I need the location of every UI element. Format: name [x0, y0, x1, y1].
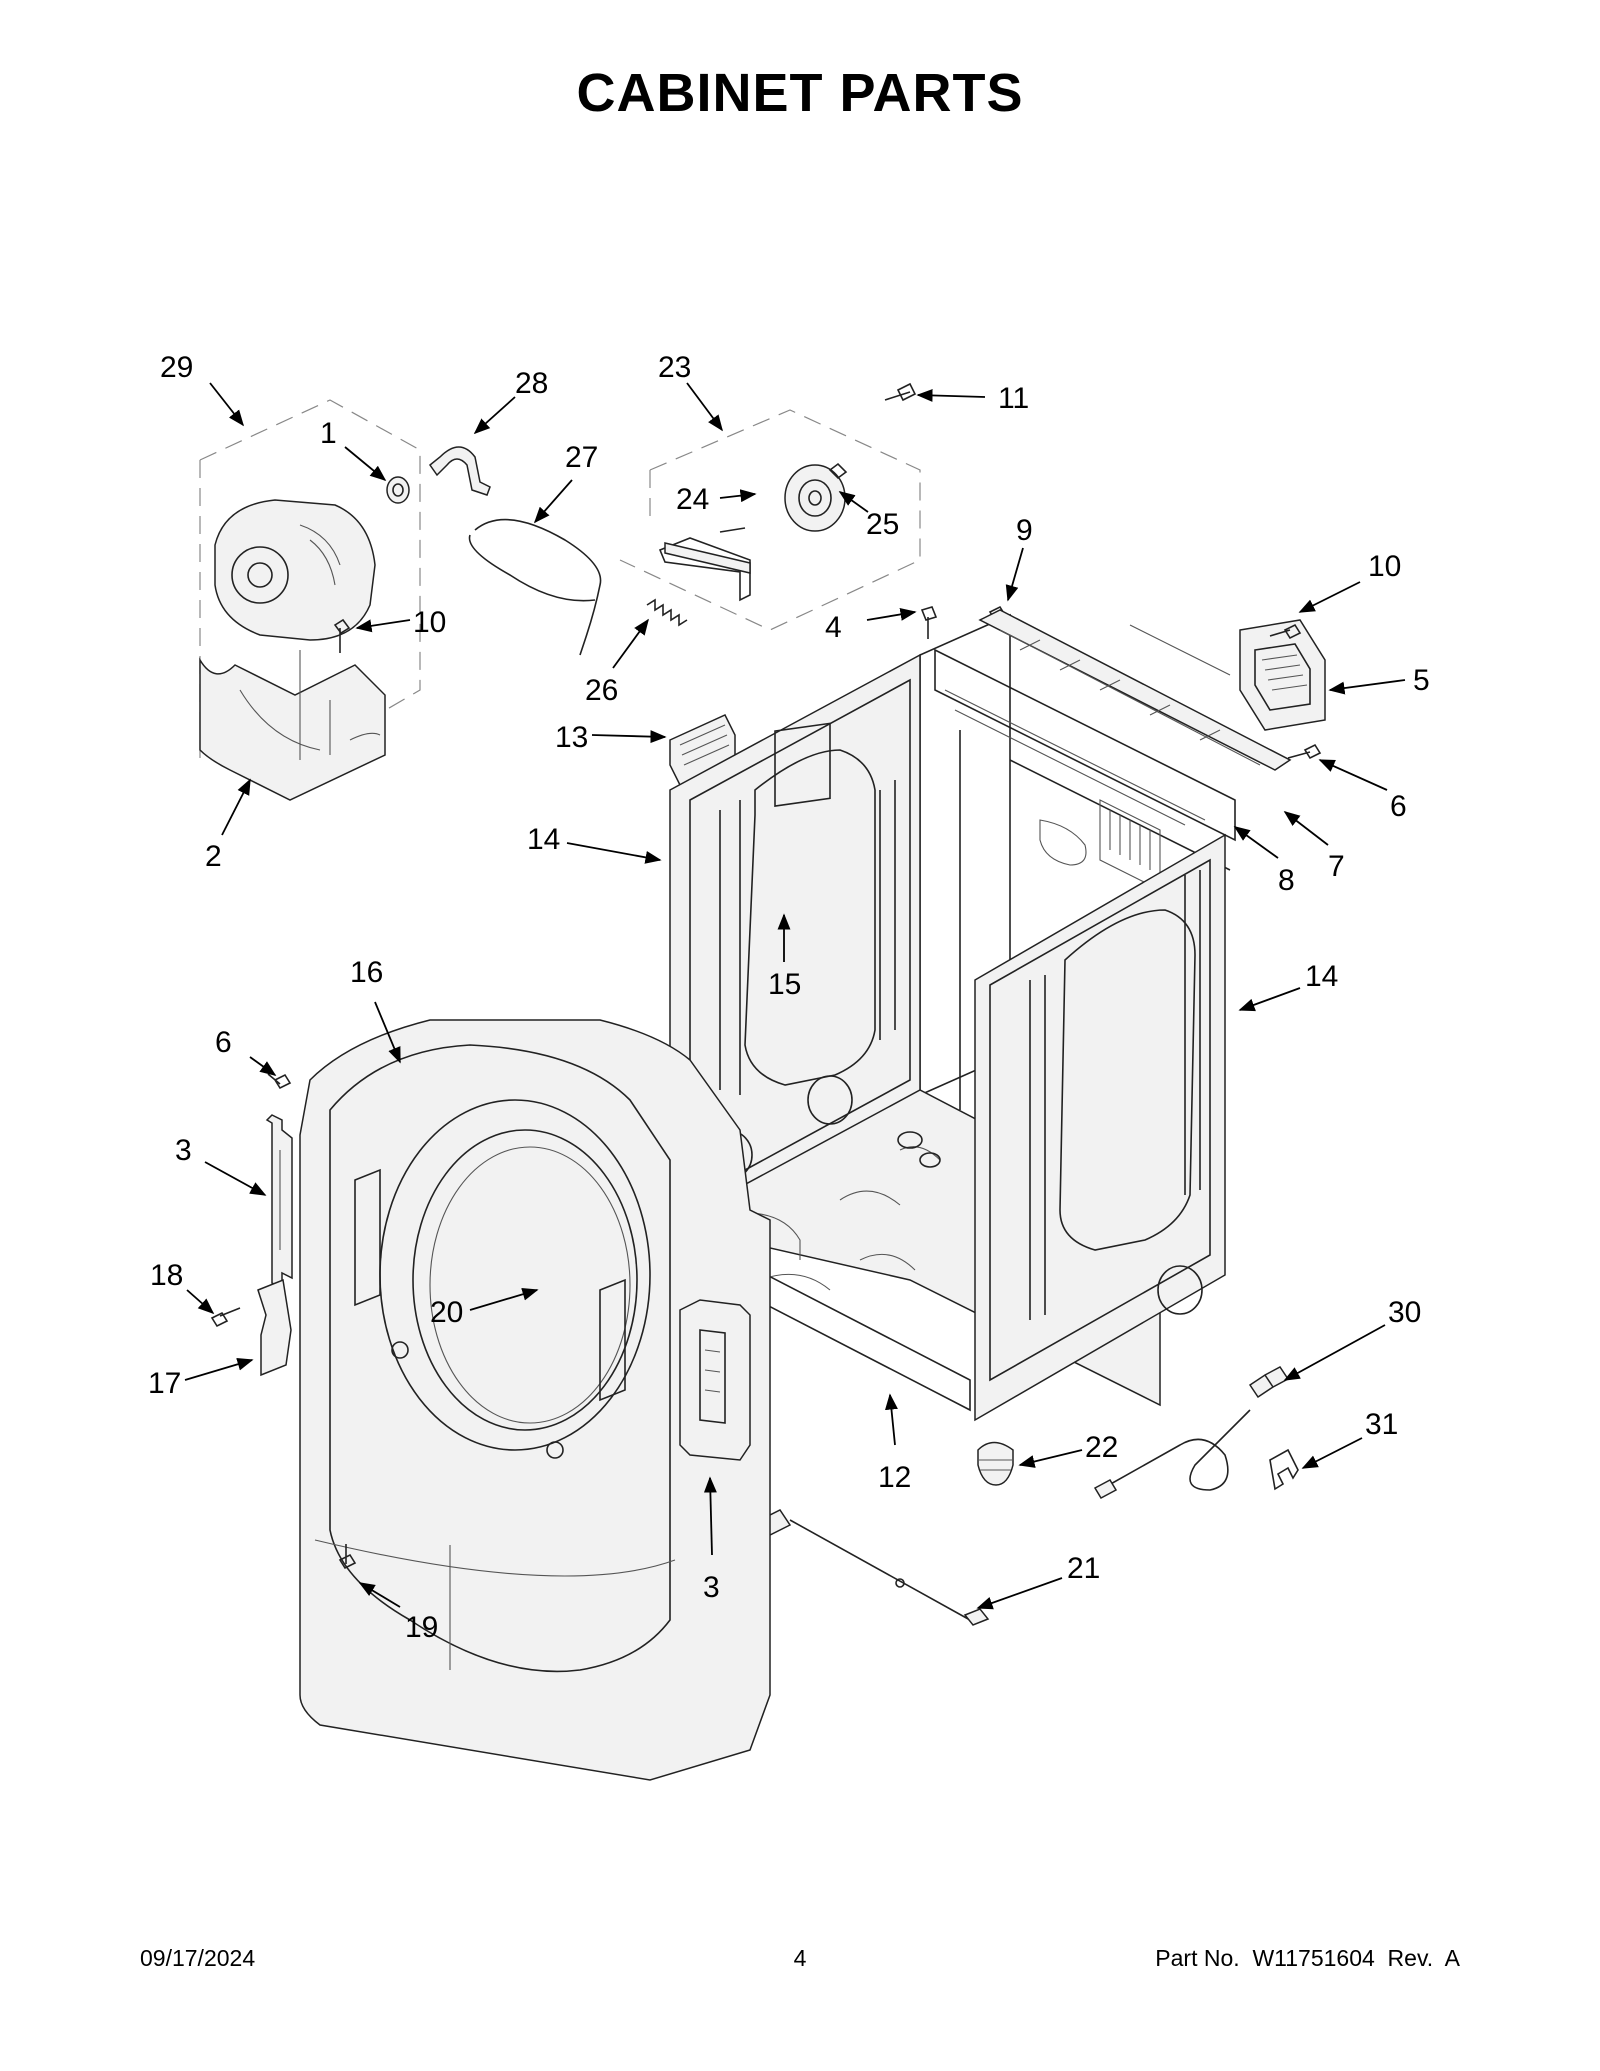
- callout-label: 3: [175, 1134, 192, 1167]
- callout-label: 30: [1388, 1296, 1421, 1329]
- callout-label: 27: [565, 441, 598, 474]
- wire-harness: [758, 1509, 990, 1626]
- side-panel-left: [669, 653, 921, 1232]
- callout-label: 23: [658, 351, 691, 384]
- callout-label: 5: [1413, 664, 1430, 697]
- screw-10-right: [1269, 623, 1302, 640]
- side-panel-right: [974, 833, 1226, 1422]
- front-panel: [299, 1019, 771, 1781]
- callout-label: 17: [148, 1367, 181, 1400]
- callout-label: 13: [555, 721, 588, 754]
- callout-label: 16: [350, 956, 383, 989]
- hinge-bracket-right: [679, 1299, 751, 1461]
- screw-6-left: [267, 1073, 292, 1090]
- callout-label: 7: [1328, 850, 1345, 883]
- callout-label: 2: [205, 840, 222, 873]
- screw-11: [884, 382, 917, 402]
- callout-label: 22: [1085, 1431, 1118, 1464]
- callout-label: 28: [515, 367, 548, 400]
- screw-4: [920, 606, 938, 639]
- callout-label: 24: [676, 483, 709, 516]
- vent-plate: [1239, 619, 1326, 731]
- footer-date: 09/17/2024: [140, 1945, 256, 1971]
- callout-label: 3: [703, 1571, 720, 1604]
- callout-label: 18: [150, 1259, 183, 1292]
- callout-label: 29: [160, 351, 193, 384]
- leveling-foot: [977, 1441, 1014, 1486]
- page-title: CABINET PARTS: [576, 63, 1024, 123]
- spring-part: [646, 598, 688, 627]
- callout-label: 10: [413, 606, 446, 639]
- callout-label: 26: [585, 674, 618, 707]
- callout-label: 25: [866, 508, 899, 541]
- callout-label: 20: [430, 1296, 463, 1329]
- callout-label: 1: [320, 417, 337, 450]
- footer-page-number: 4: [793, 1945, 807, 1971]
- power-cord: [1093, 1366, 1290, 1499]
- callout-label: 6: [1390, 790, 1407, 823]
- motor-assembly: [199, 399, 421, 801]
- callout-label: 15: [768, 968, 801, 1001]
- callout-label: 19: [405, 1611, 438, 1644]
- top-rail: [978, 609, 1292, 771]
- callout-label: 14: [527, 823, 560, 856]
- callout-label: 10: [1368, 550, 1401, 583]
- callout-label: 11: [998, 382, 1029, 415]
- callout-label: 4: [825, 611, 842, 644]
- callout-labels: 29 1 28 27 23 24 25 11 10 9 10 4 26 13 5…: [148, 351, 1430, 1644]
- screw-6-right: [1287, 743, 1322, 760]
- callout-label: 21: [1067, 1552, 1100, 1585]
- screw-19: [338, 1544, 357, 1570]
- callout-label: 9: [1016, 514, 1033, 547]
- callout-label: 31: [1365, 1408, 1398, 1441]
- idler-assembly: [619, 409, 921, 631]
- callout-label: 8: [1278, 864, 1295, 897]
- clip-part: [428, 446, 491, 496]
- screw-18: [210, 1307, 241, 1328]
- callout-label: 14: [1305, 960, 1338, 993]
- callout-label: 12: [878, 1461, 911, 1494]
- footer-part-number: Part No. W11751604 Rev. A: [1155, 1945, 1460, 1971]
- callout-label: 6: [215, 1026, 232, 1059]
- drive-belt: [468, 518, 602, 656]
- callout-arrows: [184, 382, 1406, 1610]
- door-latch: [257, 1278, 292, 1377]
- cord-clip: [1269, 1448, 1299, 1491]
